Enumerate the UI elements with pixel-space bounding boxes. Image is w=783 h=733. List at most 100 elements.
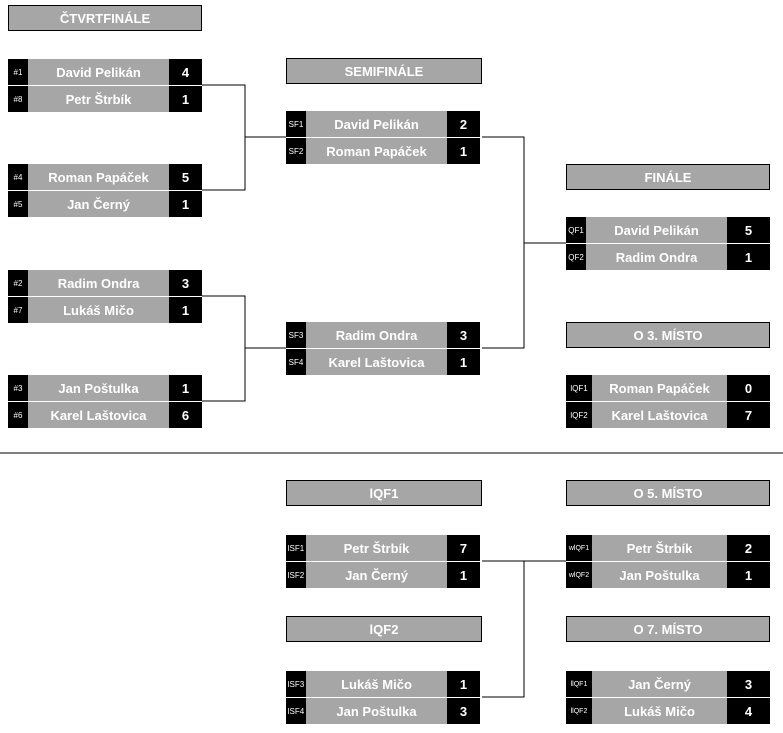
player-score: 5 xyxy=(169,164,202,190)
player-score: 6 xyxy=(169,402,202,428)
match-row: lQF2 Karel Laštovica 7 xyxy=(566,402,770,428)
player-score: 1 xyxy=(169,86,202,112)
seed-label: #3 xyxy=(8,375,28,401)
match-row: SF2 Roman Papáček 1 xyxy=(286,138,480,164)
seed-label: #1 xyxy=(8,59,28,85)
seed-label: lSF3 xyxy=(286,671,306,697)
match-row: wlQF1 Petr Štrbík 2 xyxy=(566,535,770,561)
match-row: SF1 David Pelikán 2 xyxy=(286,111,480,137)
match-sf2: SF3 Radim Ondra 3 SF4 Karel Laštovica 1 xyxy=(286,322,480,375)
player-name: Lukáš Mičo xyxy=(306,671,447,697)
match-row: SF3 Radim Ondra 3 xyxy=(286,322,480,348)
player-name: Roman Papáček xyxy=(592,375,727,401)
match-row: wlQF2 Jan Poštulka 1 xyxy=(566,562,770,588)
match-row: #7 Lukáš Mičo 1 xyxy=(8,297,202,323)
player-name: Lukáš Mičo xyxy=(592,698,727,724)
header-fifth-place: O 5. MÍSTO xyxy=(566,480,770,506)
match-sf1: SF1 David Pelikán 2 SF2 Roman Papáček 1 xyxy=(286,111,480,164)
match-row: lSF3 Lukáš Mičo 1 xyxy=(286,671,480,697)
player-name: Karel Laštovica xyxy=(592,402,727,428)
match-row: lQF1 Roman Papáček 0 xyxy=(566,375,770,401)
seed-label: llQF1 xyxy=(566,671,592,697)
player-name: Roman Papáček xyxy=(28,164,169,190)
seed-label: lSF2 xyxy=(286,562,306,588)
player-name: Petr Štrbík xyxy=(306,535,447,561)
seed-label: wlQF2 xyxy=(566,562,592,588)
match-row: lSF1 Petr Štrbík 7 xyxy=(286,535,480,561)
match-row: #2 Radim Ondra 3 xyxy=(8,270,202,296)
match-qf2: #4 Roman Papáček 5 #5 Jan Černý 1 xyxy=(8,164,202,217)
seed-label: #4 xyxy=(8,164,28,190)
player-name: Lukáš Mičo xyxy=(28,297,169,323)
match-final: QF1 David Pelikán 5 QF2 Radim Ondra 1 xyxy=(566,217,770,270)
seed-label: QF1 xyxy=(566,217,586,243)
match-row: lSF4 Jan Poštulka 3 xyxy=(286,698,480,724)
player-name: Petr Štrbík xyxy=(28,86,169,112)
player-score: 4 xyxy=(169,59,202,85)
player-score: 1 xyxy=(727,562,770,588)
player-name: Jan Poštulka xyxy=(28,375,169,401)
seed-label: SF3 xyxy=(286,322,306,348)
seed-label: lSF4 xyxy=(286,698,306,724)
player-name: Radim Ondra xyxy=(586,244,727,270)
header-final: FINÁLE xyxy=(566,164,770,190)
match-row: llQF1 Jan Černý 3 xyxy=(566,671,770,697)
player-score: 3 xyxy=(447,322,480,348)
header-third-place: O 3. MÍSTO xyxy=(566,322,770,348)
match-lsf2: lSF3 Lukáš Mičo 1 lSF4 Jan Poštulka 3 xyxy=(286,671,480,724)
seed-label: SF1 xyxy=(286,111,306,137)
seed-label: #6 xyxy=(8,402,28,428)
match-fifth-place: wlQF1 Petr Štrbík 2 wlQF2 Jan Poštulka 1 xyxy=(566,535,770,588)
match-qf4: #3 Jan Poštulka 1 #6 Karel Laštovica 6 xyxy=(8,375,202,428)
seed-label: SF2 xyxy=(286,138,306,164)
player-name: Karel Laštovica xyxy=(28,402,169,428)
match-row: llQF2 Lukáš Mičo 4 xyxy=(566,698,770,724)
match-row: #8 Petr Štrbík 1 xyxy=(8,86,202,112)
player-score: 2 xyxy=(447,111,480,137)
player-score: 1 xyxy=(447,671,480,697)
match-row: #6 Karel Laštovica 6 xyxy=(8,402,202,428)
player-score: 3 xyxy=(727,671,770,697)
match-row: QF2 Radim Ondra 1 xyxy=(566,244,770,270)
player-score: 1 xyxy=(447,562,480,588)
player-score: 1 xyxy=(447,349,480,375)
player-score: 3 xyxy=(169,270,202,296)
match-row: #5 Jan Černý 1 xyxy=(8,191,202,217)
seed-label: wlQF1 xyxy=(566,535,592,561)
header-seventh-place: O 7. MÍSTO xyxy=(566,616,770,642)
player-name: Radim Ondra xyxy=(306,322,447,348)
player-score: 1 xyxy=(447,138,480,164)
seed-label: llQF2 xyxy=(566,698,592,724)
match-row: #1 David Pelikán 4 xyxy=(8,59,202,85)
player-score: 7 xyxy=(727,402,770,428)
player-name: Jan Poštulka xyxy=(306,698,447,724)
seed-label: lQF2 xyxy=(566,402,592,428)
player-name: Roman Papáček xyxy=(306,138,447,164)
match-lsf1: lSF1 Petr Štrbík 7 lSF2 Jan Černý 1 xyxy=(286,535,480,588)
player-name: David Pelikán xyxy=(306,111,447,137)
player-name: David Pelikán xyxy=(586,217,727,243)
match-row: lSF2 Jan Černý 1 xyxy=(286,562,480,588)
player-score: 7 xyxy=(447,535,480,561)
player-name: Jan Poštulka xyxy=(592,562,727,588)
match-row: #4 Roman Papáček 5 xyxy=(8,164,202,190)
player-name: Jan Černý xyxy=(306,562,447,588)
player-score: 1 xyxy=(169,297,202,323)
match-seventh-place: llQF1 Jan Černý 3 llQF2 Lukáš Mičo 4 xyxy=(566,671,770,724)
player-name: Radim Ondra xyxy=(28,270,169,296)
header-lqf1: lQF1 xyxy=(286,480,482,506)
player-score: 5 xyxy=(727,217,770,243)
player-name: Jan Černý xyxy=(592,671,727,697)
player-score: 3 xyxy=(447,698,480,724)
player-score: 1 xyxy=(169,375,202,401)
seed-label: #8 xyxy=(8,86,28,112)
player-score: 0 xyxy=(727,375,770,401)
seed-label: #2 xyxy=(8,270,28,296)
seed-label: lQF1 xyxy=(566,375,592,401)
player-score: 4 xyxy=(727,698,770,724)
seed-label: SF4 xyxy=(286,349,306,375)
match-third-place: lQF1 Roman Papáček 0 lQF2 Karel Laštovic… xyxy=(566,375,770,428)
player-name: Jan Černý xyxy=(28,191,169,217)
match-row: #3 Jan Poštulka 1 xyxy=(8,375,202,401)
